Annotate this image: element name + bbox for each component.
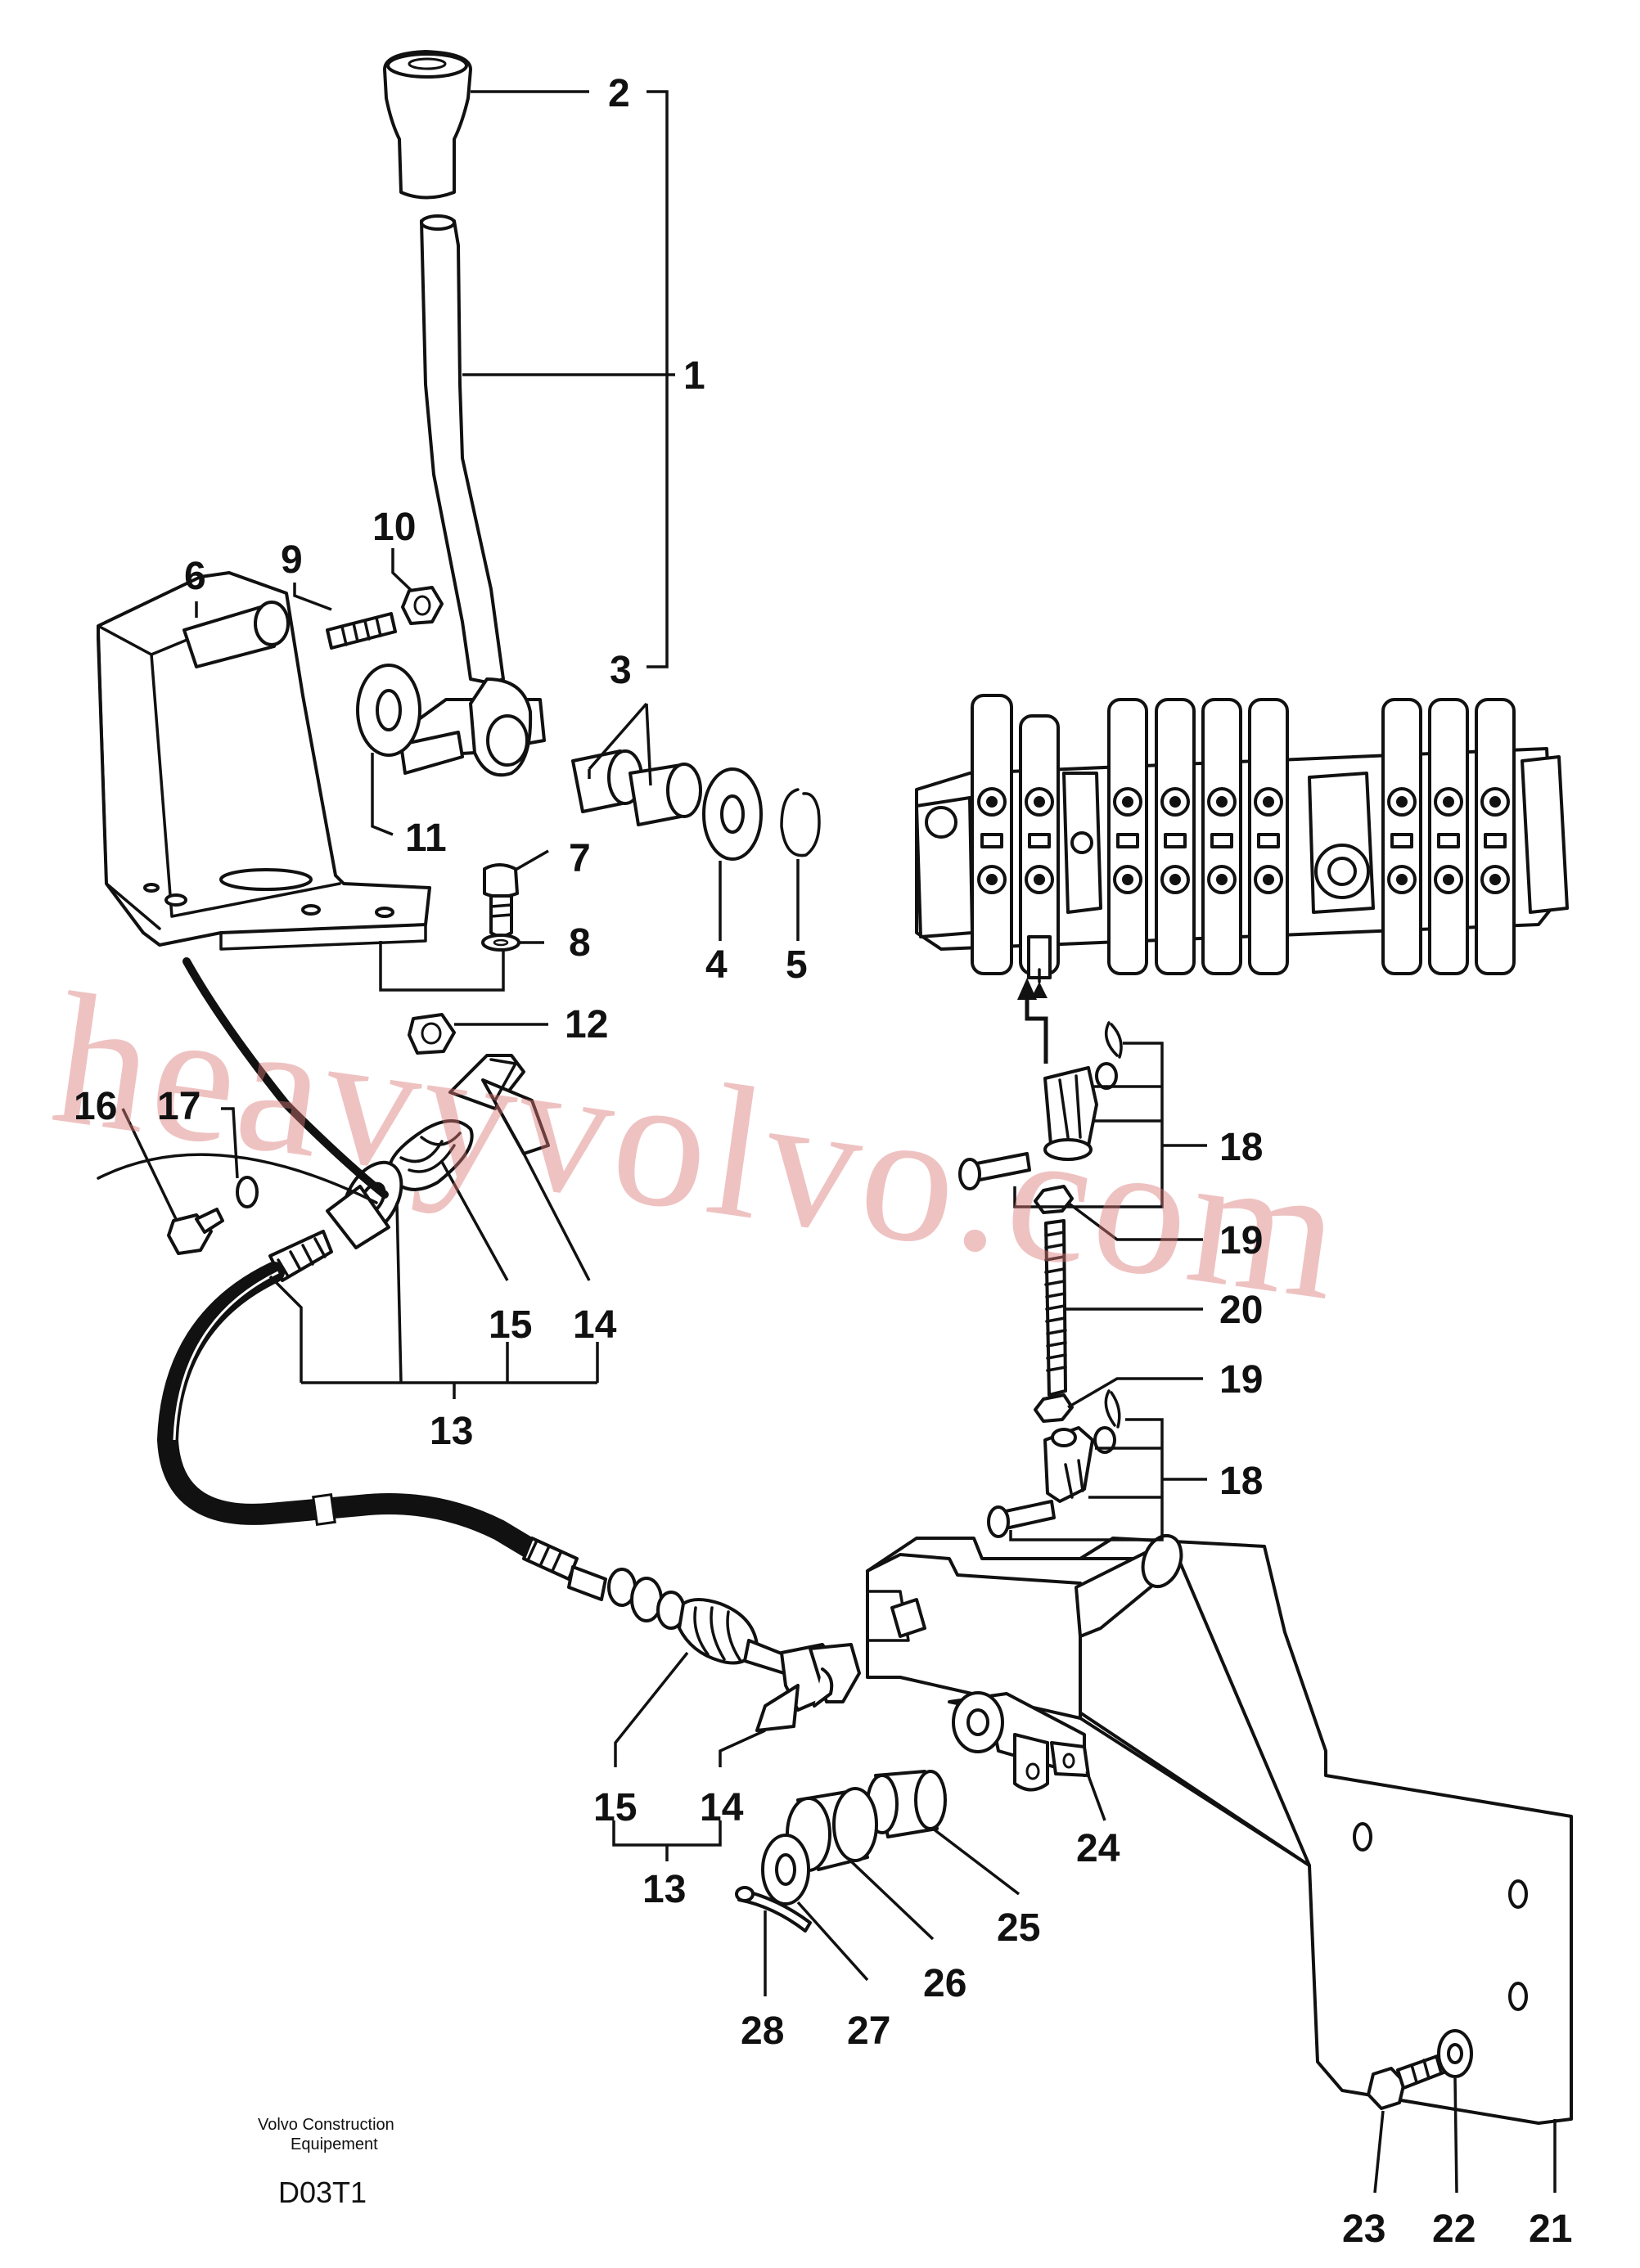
assembly-arrow: [1017, 978, 1048, 1064]
bushing-pair: [571, 749, 702, 826]
callout-2: 2: [608, 72, 630, 115]
washer: [702, 767, 763, 861]
callout-12: 12: [565, 1003, 608, 1046]
callout-18-lower: 18: [1219, 1460, 1263, 1503]
callout-15-upper: 15: [489, 1303, 532, 1347]
credit-line-1: Volvo Construction: [258, 2116, 394, 2134]
callout-27: 27: [847, 2009, 890, 2053]
callout-13-lower: 13: [642, 1868, 686, 1911]
callout-20: 20: [1219, 1289, 1263, 1332]
callout-8: 8: [569, 921, 591, 965]
threaded-stud: [326, 612, 397, 650]
callout-21: 21: [1529, 2207, 1572, 2251]
callout-6: 6: [184, 555, 206, 598]
control-cable: [97, 957, 551, 1565]
callout-25: 25: [997, 1906, 1040, 1950]
callout-4: 4: [705, 943, 728, 987]
callout-10: 10: [372, 506, 416, 549]
callout-13-upper: 13: [430, 1410, 473, 1453]
mounting-bracket: [97, 571, 431, 951]
small-washer: [481, 934, 520, 952]
callout-5: 5: [786, 943, 808, 987]
leader-lines: [121, 90, 1557, 2194]
callout-18-upper: 18: [1219, 1126, 1263, 1169]
callout-1: 1: [683, 354, 705, 398]
cotter-pin: [735, 1886, 812, 1933]
lever-knob: [383, 50, 472, 200]
callout-26: 26: [923, 1962, 966, 2005]
pin-washer: [761, 1834, 810, 1906]
bolt-and-washer: [167, 1176, 259, 1255]
callout-22: 22: [1432, 2207, 1476, 2251]
callout-14-lower: 14: [700, 1786, 744, 1829]
callout-23: 23: [1342, 2207, 1385, 2251]
bushing: [866, 1770, 947, 1838]
callout-9: 9: [281, 538, 303, 582]
callout-19-lower: 19: [1219, 1358, 1263, 1402]
lower-plate-bracket: [866, 1534, 1573, 2125]
large-washer: [356, 664, 421, 757]
callout-11: 11: [405, 817, 447, 860]
callout-3: 3: [610, 649, 632, 692]
plate-washer: [1437, 2029, 1473, 2078]
lower-cable-end: [522, 1537, 861, 1732]
bolt: [483, 863, 519, 938]
lower-lever: [948, 1691, 1090, 1792]
callout-19-upper: 19: [1219, 1219, 1263, 1262]
lower-clevis-assembly: [987, 1389, 1121, 1538]
callouts: 2 1 3 4 5 6 7 8 9 10 11 12 13 14 15 16 1…: [74, 72, 1572, 2251]
upper-clevis-assembly: [958, 1021, 1123, 1190]
drawing-number: D03T1: [278, 2176, 367, 2209]
callout-15-lower: 15: [593, 1786, 637, 1829]
callout-16: 16: [74, 1085, 117, 1128]
credit-line-2: Equipement: [291, 2135, 378, 2153]
circlip: [780, 788, 821, 857]
nut: [401, 586, 444, 625]
control-valve-block: [915, 694, 1569, 998]
callout-7: 7: [569, 837, 591, 880]
lever-rod: [399, 214, 546, 777]
callout-17: 17: [157, 1085, 200, 1128]
callout-28: 28: [741, 2009, 784, 2053]
callout-24: 24: [1076, 1827, 1120, 1870]
callout-14-upper: 14: [573, 1303, 617, 1347]
upper-cable-end: [268, 1013, 550, 1282]
